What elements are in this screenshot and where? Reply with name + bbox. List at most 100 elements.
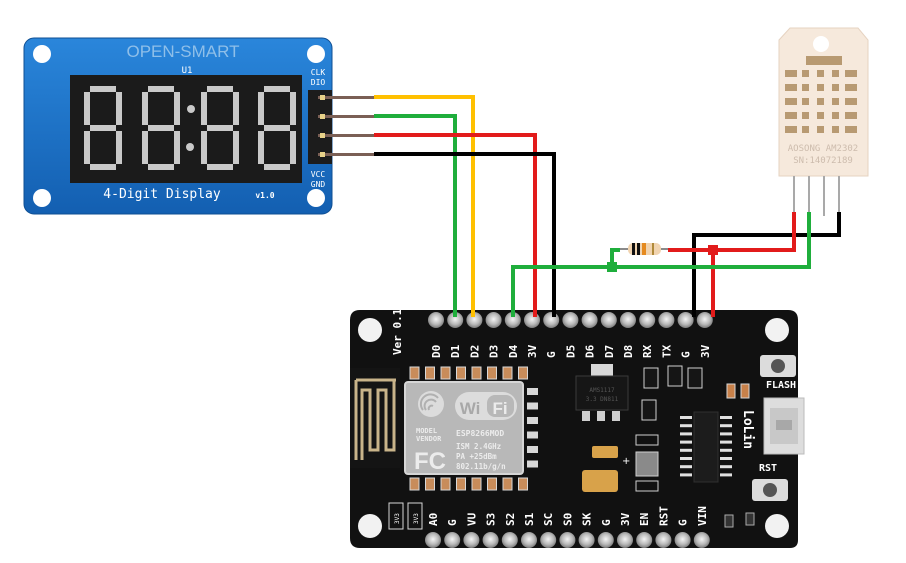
header-pin[interactable] <box>658 312 675 328</box>
reset-button[interactable] <box>752 479 788 501</box>
pin-label: A0 <box>427 513 440 526</box>
pin-label: S2 <box>504 513 517 526</box>
digit <box>142 86 180 170</box>
header-pin[interactable] <box>639 312 656 328</box>
grille-slot <box>817 98 824 105</box>
pin-label: RX <box>641 344 654 358</box>
seven-seg-digits <box>84 86 296 170</box>
pin-label: D6 <box>584 344 597 358</box>
pin-label: G <box>677 519 690 526</box>
header-pin[interactable] <box>655 532 672 548</box>
header-pin[interactable] <box>578 532 595 548</box>
colon-dot <box>187 105 195 113</box>
header-pin[interactable] <box>597 532 614 548</box>
grille-slot <box>817 112 824 119</box>
header-pin[interactable] <box>485 312 502 328</box>
pin-label: D1 <box>449 344 462 358</box>
grille-slot <box>832 126 839 133</box>
resistor <box>620 243 668 255</box>
header-pin[interactable] <box>524 312 540 328</box>
pin-label: G <box>680 351 693 358</box>
wire-gnd-g <box>374 152 556 317</box>
castellation <box>471 366 482 380</box>
display-module: OPEN-SMART U1 4-Digit Display v1.0 CLK D… <box>23 37 374 215</box>
header-pin[interactable] <box>466 312 483 328</box>
pin-label: 3V <box>526 344 539 358</box>
header-pin[interactable] <box>504 312 521 328</box>
header-pins <box>318 95 374 157</box>
castellation <box>527 388 538 395</box>
led <box>740 383 750 399</box>
digit <box>84 86 122 170</box>
header-pin[interactable] <box>693 532 710 548</box>
wire-pullup-data <box>610 248 620 267</box>
header-pin[interactable] <box>559 532 576 548</box>
header-pin[interactable] <box>636 532 653 548</box>
sensor-leads <box>793 176 840 216</box>
castellation <box>456 477 466 491</box>
board-brand: LoLin <box>740 410 755 449</box>
pin-header <box>308 90 332 164</box>
mount-hole <box>307 189 325 207</box>
pin-label: 3V <box>699 344 712 358</box>
led <box>726 383 736 399</box>
rst-label: RST <box>759 463 777 474</box>
grille-slot <box>845 126 857 133</box>
micro-usb-port[interactable] <box>763 397 805 455</box>
header-pin[interactable] <box>447 312 464 328</box>
grille-slot <box>832 112 839 119</box>
wires <box>374 95 841 317</box>
flash-button[interactable] <box>760 355 796 377</box>
wire-dio-d1 <box>374 114 457 317</box>
header-pin[interactable] <box>482 532 499 548</box>
header-pin[interactable] <box>677 312 694 328</box>
header-pin[interactable] <box>540 532 557 548</box>
castellation <box>502 366 513 380</box>
grille-slot <box>785 112 797 119</box>
pin-label-dio: DIO <box>311 78 326 87</box>
board-version: Ver 0.1 <box>391 308 404 355</box>
pcb-antenna <box>350 368 400 468</box>
dht22-sensor: AOSONG AM2302 SN:14072189 <box>778 27 869 216</box>
wire-sensor-vcc <box>668 212 796 252</box>
grille-slot <box>817 84 824 91</box>
castellation <box>456 366 466 380</box>
castellation <box>471 477 482 491</box>
header-pin[interactable] <box>674 532 691 548</box>
digit <box>258 86 296 170</box>
castellation <box>518 366 528 380</box>
header-pin[interactable] <box>543 312 560 328</box>
vendor-label: VENDOR <box>416 435 442 443</box>
castellation <box>527 402 538 410</box>
header-pin[interactable] <box>600 312 617 328</box>
grille-slot <box>802 84 809 91</box>
module-castellations <box>409 366 538 491</box>
mount-hole <box>33 45 51 63</box>
grille-slot <box>785 84 797 91</box>
castellation <box>409 366 420 380</box>
grille-slot <box>845 112 857 119</box>
pin-label-clk: CLK <box>311 68 326 77</box>
header-pin[interactable] <box>620 312 636 328</box>
voltage-regulator: AMS1117 3.3 DN811 <box>575 364 629 421</box>
header-pin[interactable] <box>501 532 518 548</box>
header-pin[interactable] <box>581 312 598 328</box>
spec-80211: 802.11b/g/n <box>456 462 506 471</box>
header-pin[interactable] <box>521 532 537 548</box>
header-pin[interactable] <box>428 312 444 328</box>
castellation <box>440 366 451 380</box>
pin-label: VU <box>465 512 478 526</box>
header-pin[interactable] <box>425 532 441 548</box>
castellation <box>518 477 528 491</box>
castellation <box>440 477 451 491</box>
digit <box>201 86 239 170</box>
header-pin[interactable] <box>463 532 480 548</box>
header-pin[interactable] <box>562 312 579 328</box>
wifi-text-fi: Fi <box>492 399 507 418</box>
castellation <box>527 446 538 453</box>
grille-slot <box>817 70 824 77</box>
header-pin[interactable] <box>617 532 633 548</box>
header-pin[interactable] <box>444 532 461 548</box>
header-pin[interactable] <box>696 312 713 328</box>
